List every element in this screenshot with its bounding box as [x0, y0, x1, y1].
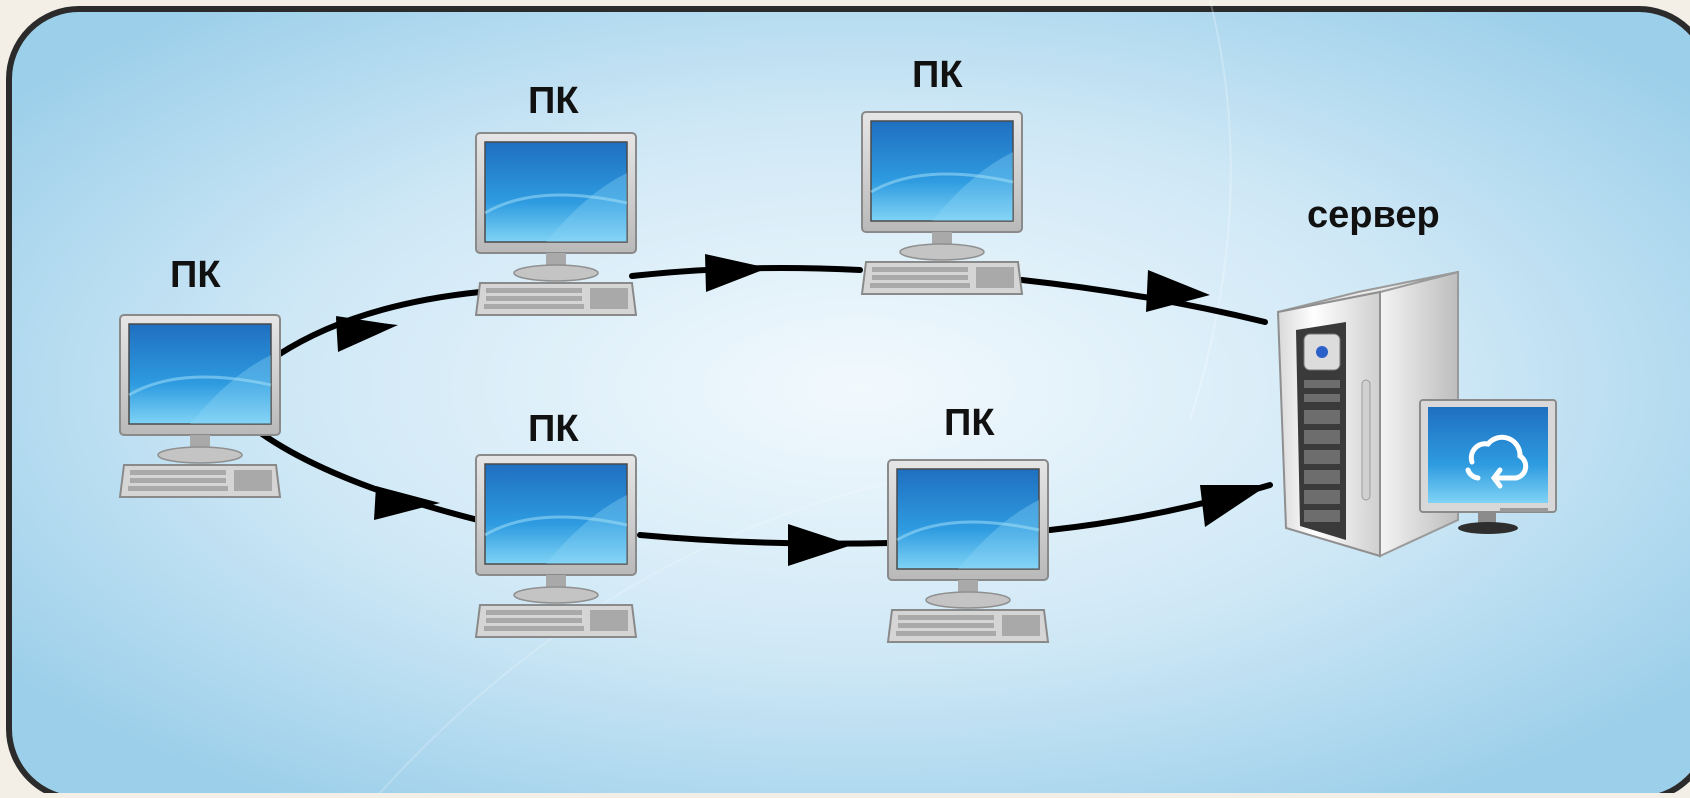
server-monitor-icon [1419, 399, 1557, 534]
arrow-head [705, 254, 768, 292]
link-pc-left-to-pc-top-1 [275, 289, 483, 358]
pc-top-2-label: ПК [912, 54, 963, 96]
pc-bottom-1-icon [474, 453, 638, 639]
arrow-head [1146, 270, 1210, 312]
link-pc-left-to-pc-bottom-1 [247, 422, 481, 523]
arrow-head [1200, 485, 1268, 527]
diagram-frame [6, 6, 1690, 798]
server-label: сервер [1307, 194, 1440, 236]
pc-top-2-icon [860, 110, 1024, 296]
server-tower-icon [1276, 270, 1557, 558]
pc-bottom-1-label: ПК [528, 408, 579, 450]
pc-left-icon [118, 313, 282, 499]
arrow-head [336, 316, 395, 350]
link-pc-bottom-1-to-pc-bottom-2 [637, 532, 893, 547]
pc-top-1-icon [474, 131, 638, 317]
arrow-head [788, 524, 852, 566]
pc-left-label: ПК [170, 254, 221, 296]
pc-top-1-label: ПК [528, 80, 579, 122]
pc-bottom-2-icon [886, 458, 1050, 644]
arrow-head [374, 486, 440, 520]
cloud-sync-icon [1465, 434, 1529, 489]
pc-bottom-2-label: ПК [944, 402, 995, 444]
